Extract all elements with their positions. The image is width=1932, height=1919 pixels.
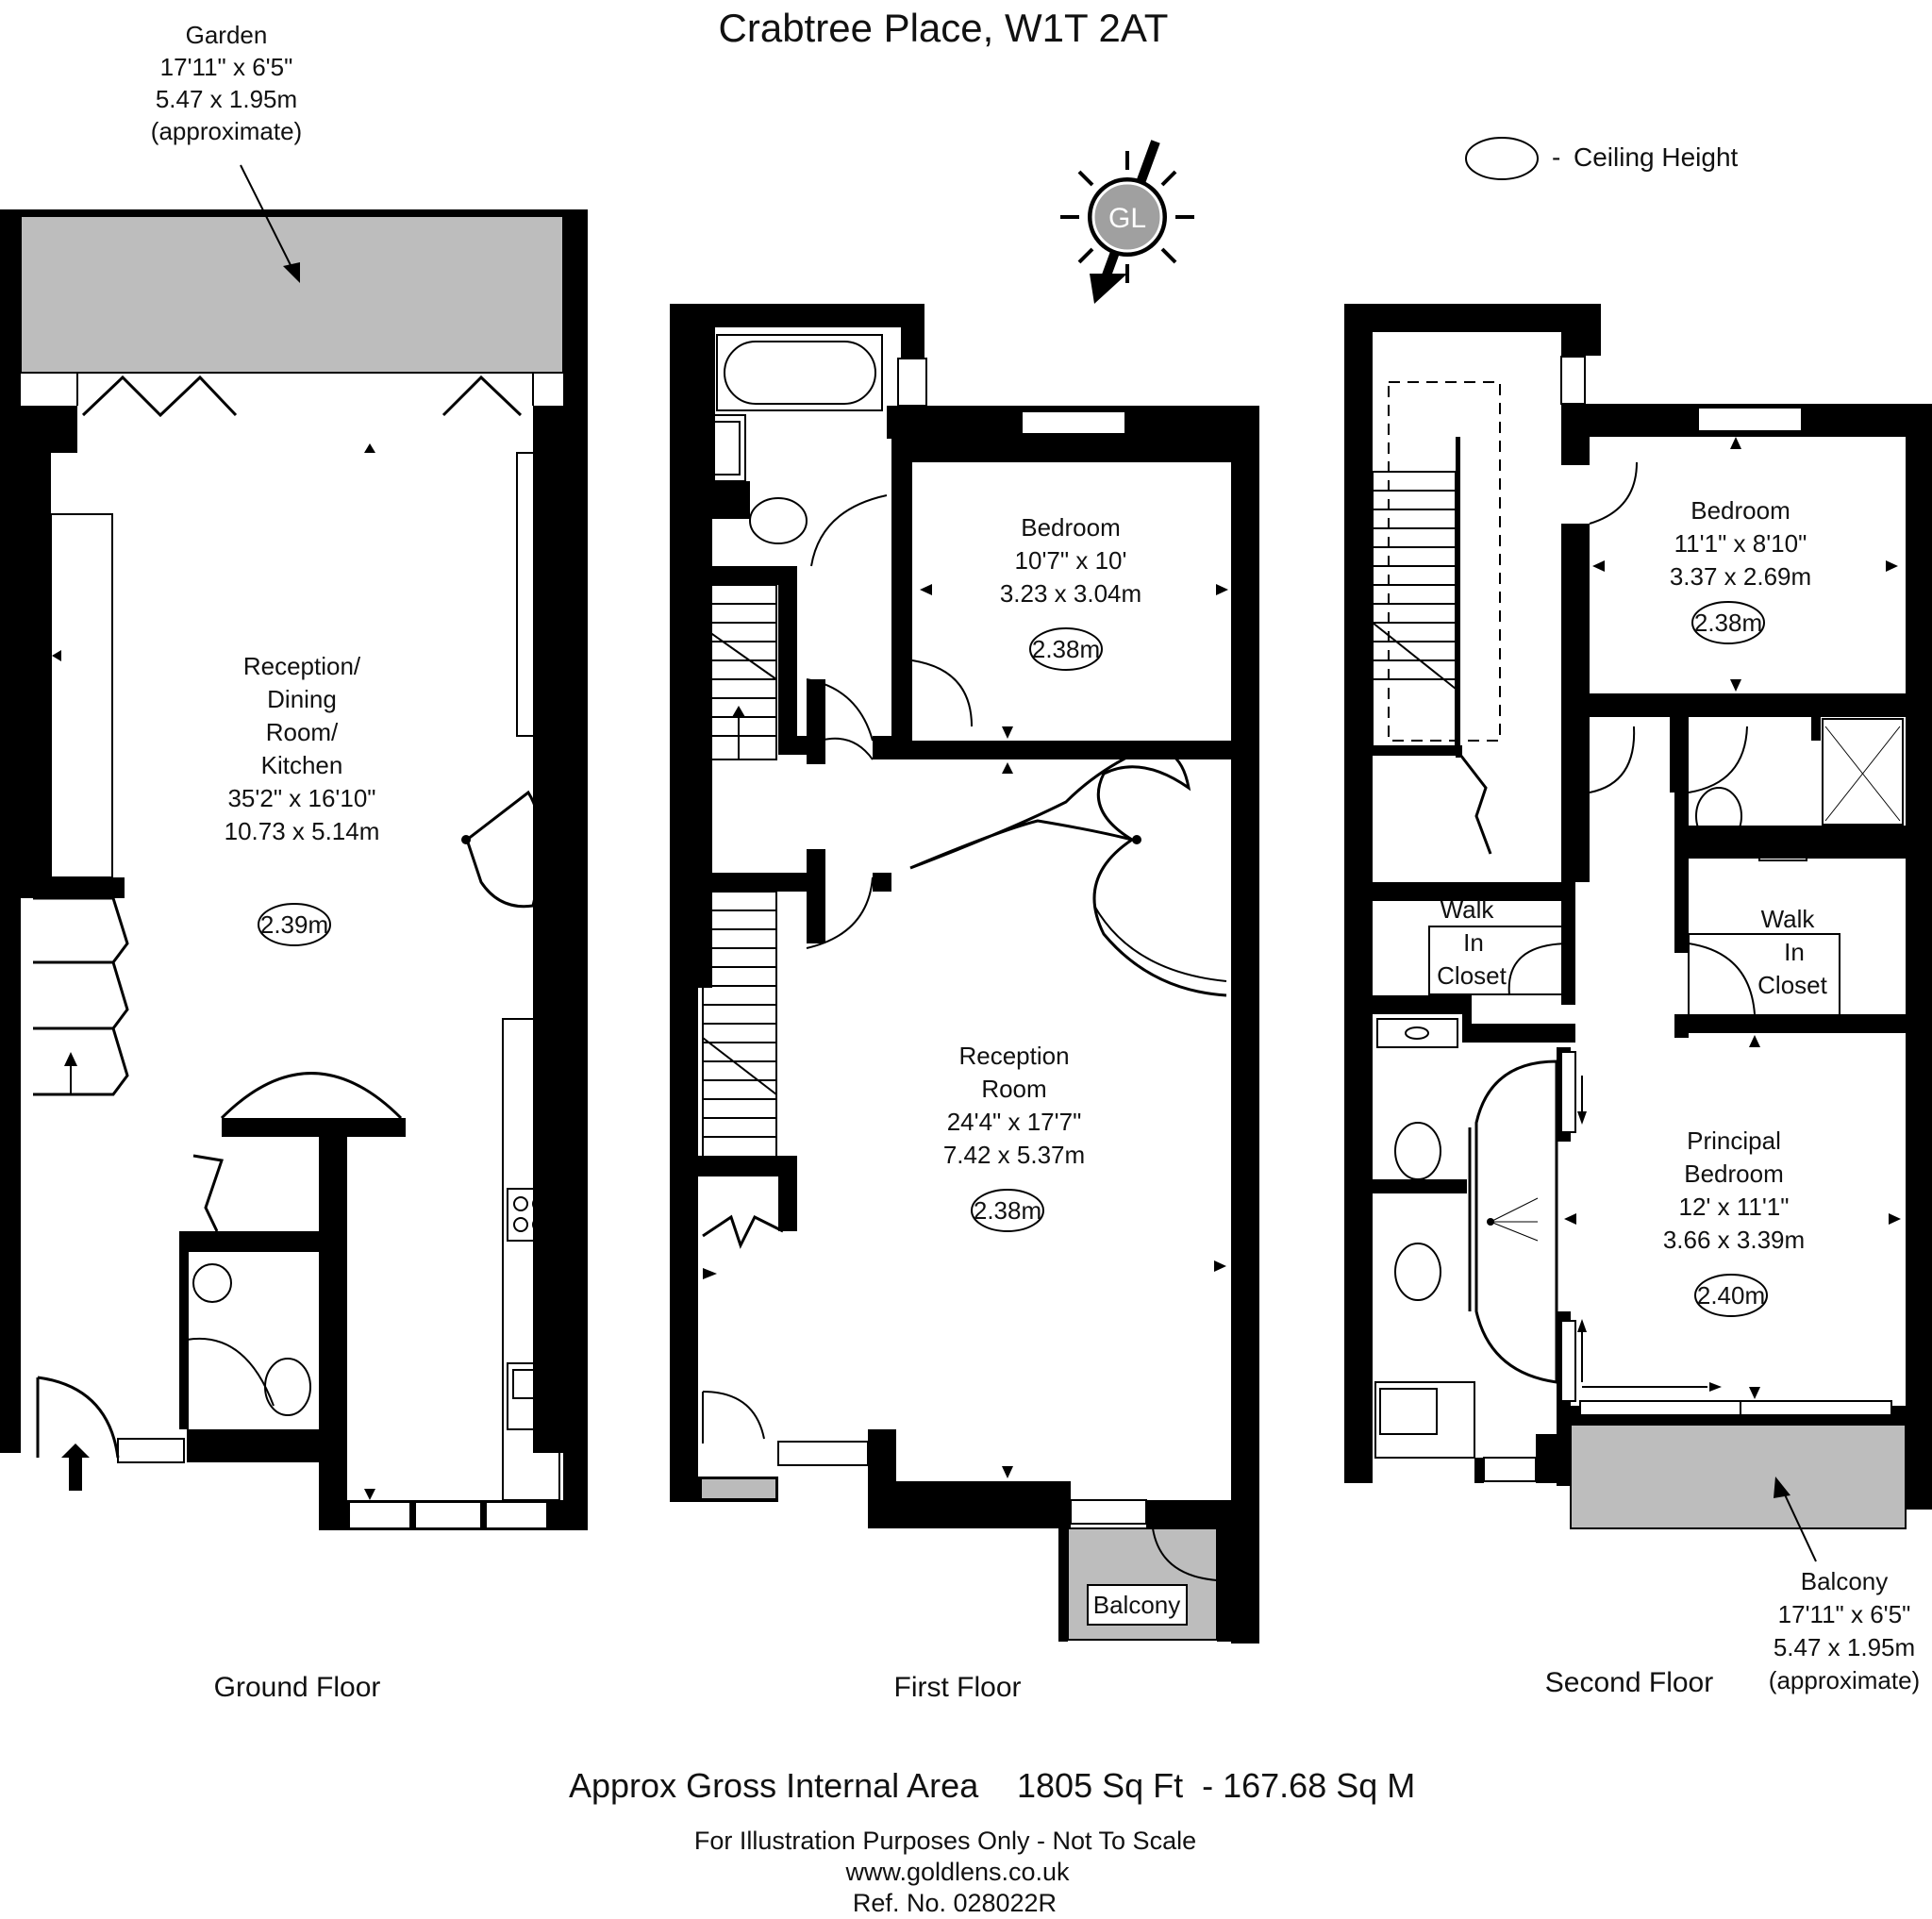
- principal-ceiling-height: 2.40m: [1694, 1274, 1768, 1317]
- area-label: Approx Gross Internal Area: [569, 1766, 979, 1805]
- second-floor-title: Second Floor: [1545, 1667, 1713, 1698]
- compass-icon: GL: [1060, 140, 1194, 304]
- window: [1483, 1457, 1537, 1482]
- room-metric: 3.37 x 2.69m: [1670, 562, 1811, 591]
- reception-dining-label: Reception/ Dining Room/ Kitchen 35'2" x …: [225, 652, 380, 845]
- window: [700, 1477, 777, 1500]
- balcony-metric: 5.47 x 1.95m: [1774, 1633, 1915, 1661]
- bedroom-second-label: Bedroom 11'1" x 8'10" 3.37 x 2.69m: [1670, 496, 1811, 591]
- window: [485, 1501, 548, 1529]
- garden-imperial: 17'11" x 6'5": [160, 53, 293, 81]
- window: [1560, 1320, 1576, 1402]
- balcony-imperial: 17'11" x 6'5": [1778, 1600, 1911, 1628]
- ceiling-height-value: 2.38m: [1694, 609, 1762, 637]
- bedroom-first-label: Bedroom 10'7" x 10' 3.23 x 3.04m: [1000, 513, 1141, 608]
- window: [1021, 410, 1126, 435]
- first-floor-title: First Floor: [894, 1672, 1022, 1703]
- room-name: Bedroom: [1690, 496, 1790, 525]
- ceiling-height-value: 2.38m: [974, 1196, 1041, 1225]
- entrance-arrow-icon: [61, 1443, 90, 1458]
- bedroom-first-ceiling-height: 2.38m: [1029, 627, 1103, 671]
- balcony-first-box: [1087, 1584, 1188, 1626]
- first-floor-plan: [670, 304, 1259, 1644]
- garden-label: Garden 17'11" x 6'5" 5.47 x 1.95m (appro…: [151, 21, 302, 145]
- website: www.goldlens.co.uk: [844, 1858, 1070, 1886]
- window: [348, 1501, 411, 1529]
- compass-logo: GL: [1108, 203, 1146, 234]
- ceiling-height-value: 2.39m: [260, 910, 328, 939]
- ground-floor-title: Ground Floor: [214, 1672, 381, 1703]
- window: [897, 358, 927, 407]
- legend: - Ceiling Height: [1465, 137, 1739, 180]
- second-floor-plan: [1344, 304, 1932, 1529]
- room-name-line: Dining: [267, 685, 337, 713]
- bedroom-second-ceiling-height: 2.38m: [1691, 601, 1765, 644]
- window: [117, 1438, 185, 1463]
- balcony-first-label: Balcony: [1093, 1591, 1181, 1619]
- room-name-line: Room/: [266, 718, 339, 746]
- window: [777, 1441, 869, 1466]
- principal-bedroom-label: Principal Bedroom 12' x 11'1" 3.66 x 3.3…: [1663, 1126, 1805, 1254]
- room-imperial: 24'4" x 17'7": [947, 1108, 1082, 1136]
- reception-ceiling-height: 2.38m: [971, 1189, 1044, 1232]
- balcony-second-label: Balcony 17'11" x 6'5" 5.47 x 1.95m (appr…: [1769, 1567, 1920, 1694]
- walk-in-closet-right-label: Walk In Closet: [1757, 905, 1827, 999]
- room-name-line: Principal: [1687, 1126, 1781, 1155]
- ceiling-height-value: 2.38m: [1032, 635, 1100, 663]
- closet-line: In: [1784, 938, 1805, 966]
- balcony-name: Balcony: [1801, 1567, 1889, 1595]
- legend-dash: -: [1552, 142, 1560, 172]
- balcony-second-area: [1570, 1424, 1907, 1529]
- room-imperial: 35'2" x 16'10": [227, 784, 375, 812]
- closet-line: Walk: [1441, 895, 1495, 924]
- window: [1070, 1499, 1147, 1525]
- room-imperial: 12' x 11'1": [1679, 1193, 1790, 1221]
- window: [1740, 1400, 1892, 1416]
- room-imperial: 11'1" x 8'10": [1674, 529, 1807, 558]
- room-metric: 10.73 x 5.14m: [225, 817, 380, 845]
- garden-area: [20, 211, 564, 374]
- closet-line: In: [1463, 928, 1484, 957]
- room-name-line: Reception/: [243, 652, 361, 680]
- garden-note: (approximate): [151, 117, 302, 145]
- ceiling-height-value: 2.40m: [1697, 1281, 1765, 1310]
- room-imperial: 10'7" x 10': [1015, 546, 1127, 575]
- ceiling-height-legend-icon: [1465, 137, 1539, 180]
- window: [1560, 1051, 1576, 1133]
- balcony-note: (approximate): [1769, 1666, 1920, 1694]
- plan-title: Crabtree Place, W1T 2AT: [719, 6, 1169, 50]
- room-metric: 3.23 x 3.04m: [1000, 579, 1141, 608]
- garden-name: Garden: [186, 21, 268, 49]
- room-metric: 7.42 x 5.37m: [943, 1141, 1085, 1169]
- walk-in-closet-left-label: Walk In Closet: [1437, 895, 1507, 990]
- window: [414, 1501, 482, 1529]
- ground-floor-plan: [0, 209, 588, 1530]
- room-name-line: Room: [981, 1075, 1046, 1103]
- closet-line: Closet: [1757, 971, 1827, 999]
- room-name-line: Reception: [958, 1042, 1069, 1070]
- reception-room-label: Reception Room 24'4" x 17'7" 7.42 x 5.37…: [943, 1042, 1085, 1169]
- closet-line: Walk: [1761, 905, 1816, 933]
- legend-label: Ceiling Height: [1574, 142, 1739, 172]
- garden-metric: 5.47 x 1.95m: [156, 85, 297, 113]
- window: [1579, 1400, 1741, 1416]
- room-metric: 3.66 x 3.39m: [1663, 1226, 1805, 1254]
- window: [1697, 407, 1803, 432]
- room-name-line: Kitchen: [261, 751, 343, 779]
- reference-number: Ref. No. 028022R: [853, 1889, 1057, 1917]
- window: [1560, 356, 1586, 405]
- disclaimer: For Illustration Purposes Only - Not To …: [694, 1827, 1196, 1855]
- area-value: 1805 Sq Ft - 167.68 Sq M: [1017, 1766, 1415, 1805]
- room-name: Bedroom: [1021, 513, 1121, 542]
- closet-line: Closet: [1437, 961, 1507, 990]
- ground-ceiling-height: 2.39m: [258, 903, 331, 946]
- room-name-line: Bedroom: [1684, 1160, 1784, 1188]
